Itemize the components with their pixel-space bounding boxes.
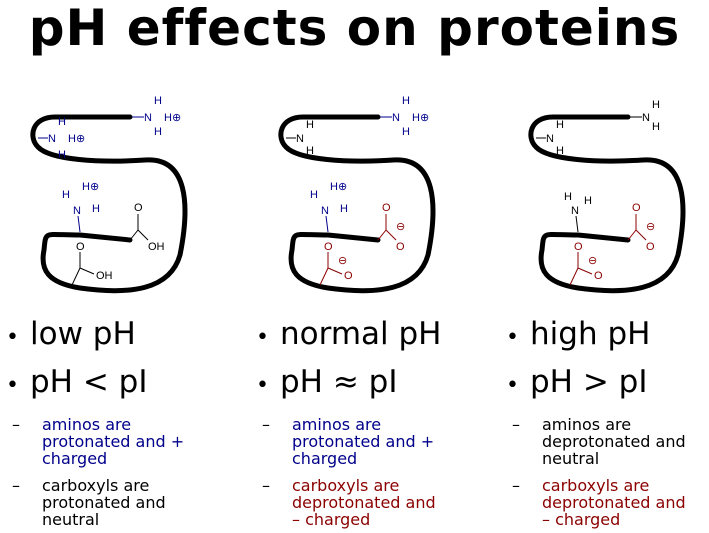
amino-note: – aminos are protonated and + charged	[256, 416, 466, 467]
protein-backbone	[30, 114, 188, 294]
n3-label: N	[73, 205, 81, 217]
n3-label: N	[321, 205, 329, 217]
oh-side-label: OH	[148, 241, 165, 253]
relation-text: pH ≈ pI	[280, 364, 398, 400]
heading-text: low pH	[30, 316, 136, 352]
carboxyl-note-text: carboxyls are protonated and neutral	[42, 476, 166, 529]
heading-text: high pH	[530, 316, 651, 352]
h2b-label: H	[306, 145, 314, 157]
heading-bullet: • high pH	[506, 312, 709, 360]
protein-backbone	[278, 114, 436, 294]
o-side2-label: O	[396, 241, 405, 253]
amino-note: – aminos are protonated and + charged	[6, 416, 216, 467]
n1-label: N	[642, 112, 650, 124]
relation-bullet: • pH < pI	[6, 360, 216, 408]
page-title: pH effects on proteins	[28, 0, 681, 57]
minus-bottom-label: ⊖	[338, 255, 347, 267]
dash-marker: –	[12, 415, 20, 434]
hplus1-label: H⊕	[164, 112, 181, 124]
protein-diagram-low-ph: N H H H⊕ N H H H⊕ N H H⊕ H O OH O OH	[30, 95, 188, 294]
n3-label: N	[571, 205, 579, 217]
h2b-label: H	[556, 145, 564, 157]
carboxyl-note-text: carboxyls are deprotonated and – charged	[542, 476, 686, 529]
carboxyl-note: – carboxyls are deprotonated and – charg…	[256, 477, 466, 528]
h1a-label: H	[154, 95, 162, 107]
h3a-label: H	[62, 189, 70, 201]
protein-backbone	[528, 114, 686, 294]
h1a-label: H	[402, 95, 410, 107]
h2a-label: H	[306, 119, 314, 131]
hplus3-label: H⊕	[330, 181, 347, 193]
n2-label: N	[296, 133, 304, 145]
o-bottom2-label: O	[344, 270, 353, 282]
h3b-label: H	[92, 203, 100, 215]
minus-side-label: ⊖	[646, 221, 655, 233]
amino-note-text: aminos are protonated and + charged	[292, 415, 435, 468]
n1-label: N	[392, 112, 400, 124]
h1b-label: H	[154, 126, 162, 138]
carboxyl-note-text: carboxyls are deprotonated and – charged	[292, 476, 436, 529]
bullet-dot: •	[6, 373, 19, 398]
o-side1-label: O	[382, 202, 391, 214]
bullet-dot: •	[6, 325, 19, 350]
hplus3-label: H⊕	[82, 181, 99, 193]
o-bottom-label: O	[76, 241, 85, 253]
dash-marker: –	[512, 415, 520, 434]
bullet-dot: •	[506, 325, 519, 350]
dash-marker: –	[262, 476, 270, 495]
minus-bottom-label: ⊖	[588, 255, 597, 267]
relation-bullet: • pH > pI	[506, 360, 709, 408]
hplus1-label: H⊕	[412, 112, 429, 124]
hplus2-label: H⊕	[68, 133, 85, 145]
h3a-label: H	[564, 191, 572, 203]
o-side2-label: O	[646, 241, 655, 253]
h1b-label: H	[652, 121, 660, 133]
carboxyl-note: – carboxyls are protonated and neutral	[6, 477, 216, 528]
bullet-dot: •	[506, 373, 519, 398]
h2b-label: H	[58, 149, 66, 161]
dash-marker: –	[12, 476, 20, 495]
column-low-ph: • low pH • pH < pI – aminos are protonat…	[6, 312, 216, 528]
h1a-label: H	[652, 99, 660, 111]
relation-text: pH > pI	[530, 364, 648, 400]
o-side-label: O	[134, 202, 143, 214]
oh-bottom-label: OH	[96, 270, 113, 282]
column-normal-ph: • normal pH • pH ≈ pI – aminos are proto…	[256, 312, 466, 528]
h1b-label: H	[402, 126, 410, 138]
amino-note: – aminos are deprotonated and neutral	[506, 416, 709, 467]
bullet-dot: •	[256, 325, 269, 350]
heading-bullet: • low pH	[6, 312, 216, 360]
dash-marker: –	[512, 476, 520, 495]
h3b-label: H	[340, 203, 348, 215]
n2-label: N	[546, 133, 554, 145]
o-bottom1-label: O	[324, 241, 333, 253]
heading-bullet: • normal pH	[256, 312, 466, 360]
carboxyl-note: – carboxyls are deprotonated and – charg…	[506, 477, 709, 528]
o-side1-label: O	[632, 202, 641, 214]
amino-note-text: aminos are deprotonated and neutral	[542, 415, 686, 468]
o-bottom1-label: O	[574, 241, 583, 253]
dash-marker: –	[262, 415, 270, 434]
heading-text: normal pH	[280, 316, 442, 352]
n1-label: N	[144, 112, 152, 124]
bullet-dot: •	[256, 373, 269, 398]
amino-note-text: aminos are protonated and + charged	[42, 415, 185, 468]
protein-diagram-normal-ph: N H H H⊕ N H H N H H⊕ H O O ⊖ O O ⊖	[278, 95, 436, 294]
n2-label: N	[48, 133, 56, 145]
minus-side-label: ⊖	[396, 221, 405, 233]
h2a-label: H	[58, 116, 66, 128]
h3a-label: H	[310, 189, 318, 201]
column-high-ph: • high pH • pH > pI – aminos are deproto…	[506, 312, 709, 528]
h3b-label: H	[584, 195, 592, 207]
protein-diagram-high-ph: N H H N H H N H H O O ⊖ O O ⊖	[528, 99, 686, 294]
o-bottom2-label: O	[594, 270, 603, 282]
relation-text: pH < pI	[30, 364, 148, 400]
relation-bullet: • pH ≈ pI	[256, 360, 466, 408]
h2a-label: H	[556, 119, 564, 131]
